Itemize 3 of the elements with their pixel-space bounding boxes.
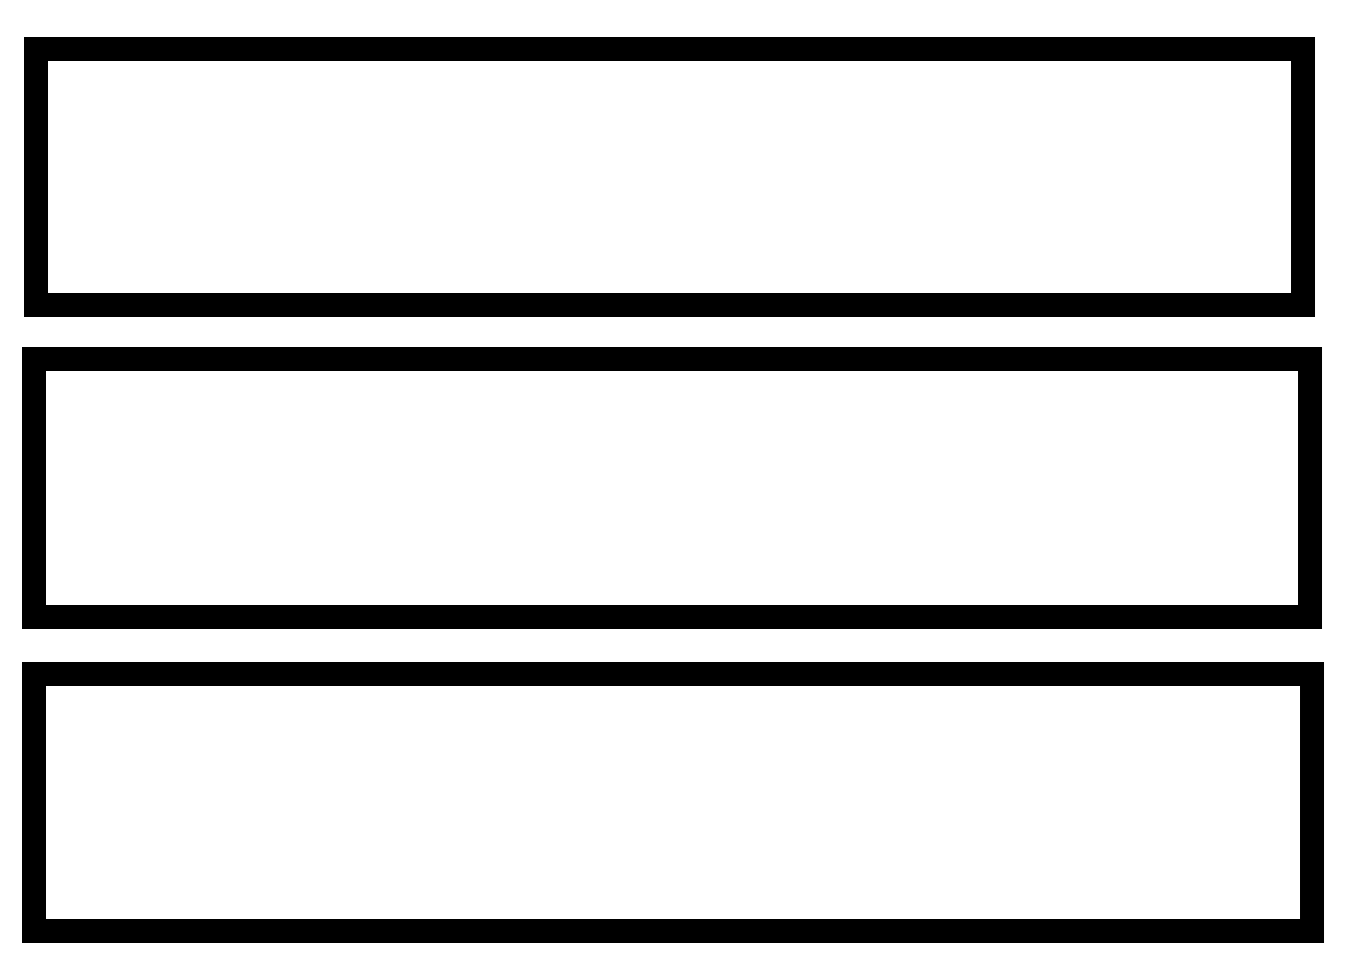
frame-box [24, 37, 1315, 317]
frame-box [22, 662, 1324, 943]
frame-box [22, 347, 1322, 629]
